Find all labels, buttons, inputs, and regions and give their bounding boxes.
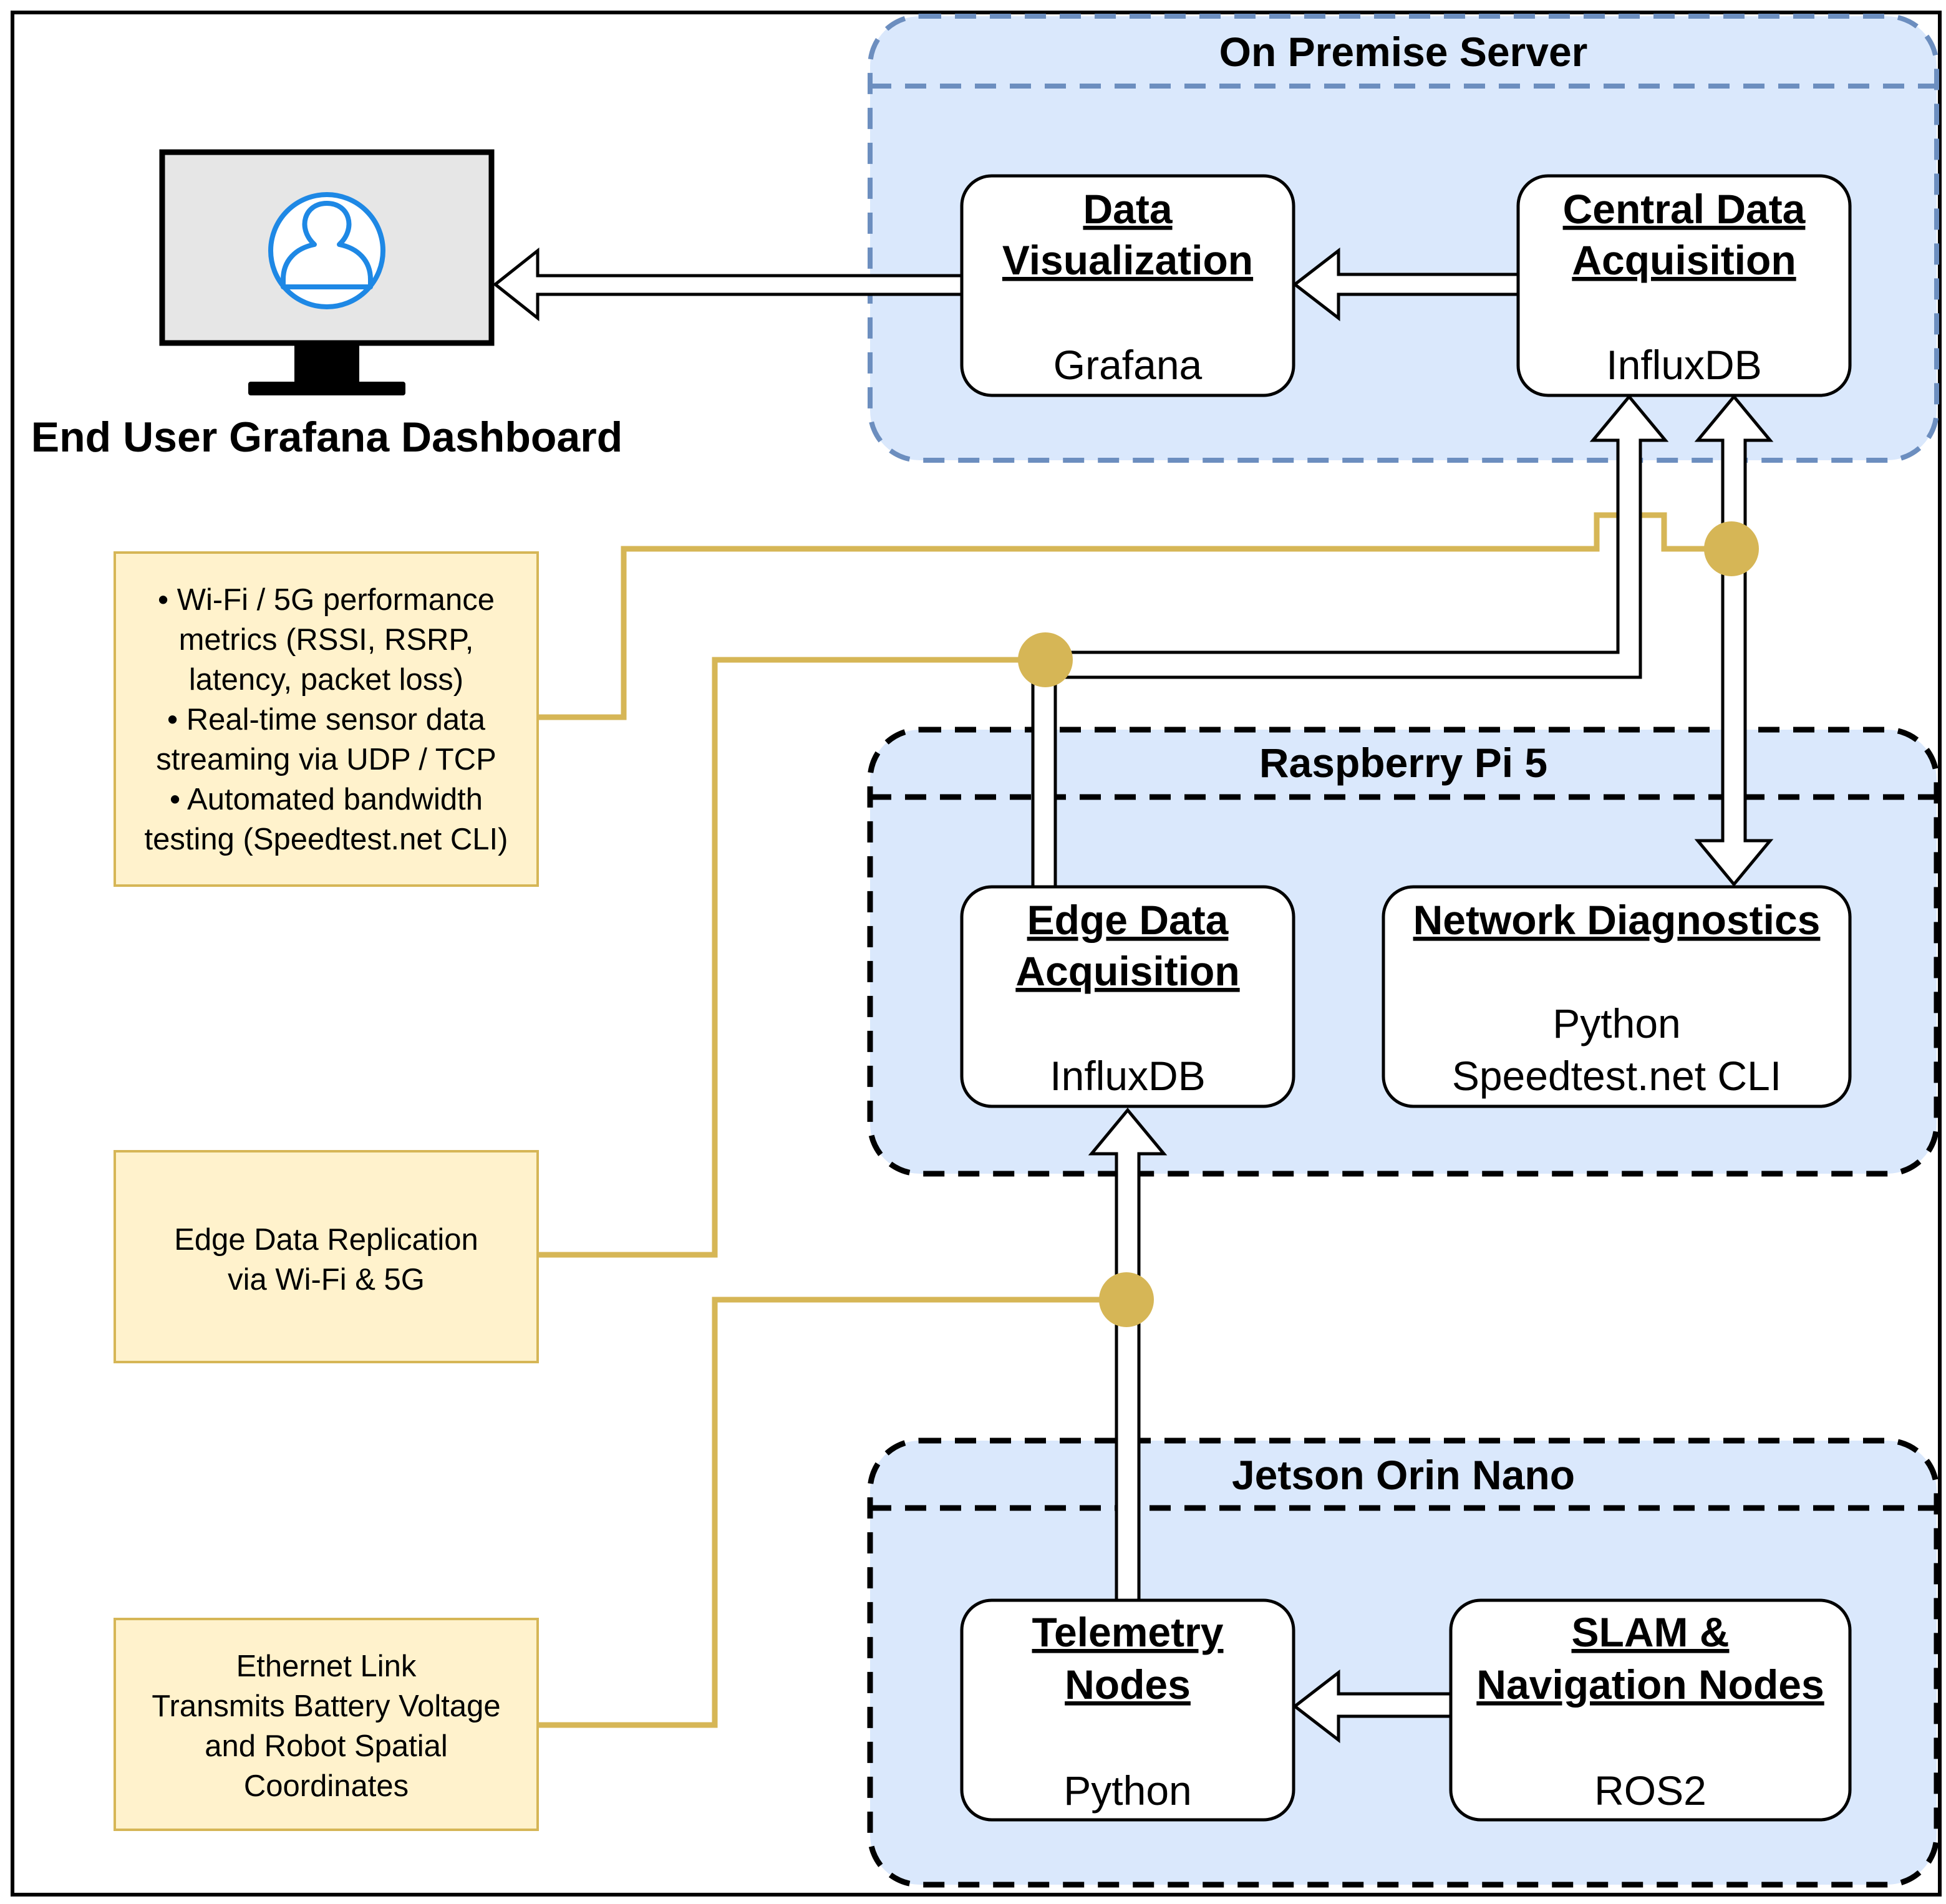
arrow-slam-to-telemetry xyxy=(1292,1669,1453,1744)
node-title-line-1: SLAM & xyxy=(1572,1609,1730,1655)
note-line: testing (Speedtest.net CLI) xyxy=(145,823,508,856)
monitor-label: End User Grafana Dashboard xyxy=(31,413,622,461)
node-title-line-1: Edge Data xyxy=(1027,897,1229,943)
node-subtitle-line-1: Python xyxy=(1552,1000,1680,1046)
note-box xyxy=(114,1150,539,1363)
note-line: metrics (RSSI, RSRP, xyxy=(179,623,474,657)
annotation-connectors xyxy=(538,512,1731,1728)
junction-dot-edge xyxy=(1018,632,1073,687)
note-line: Transmits Battery Voltage xyxy=(152,1689,500,1723)
monitor-icon xyxy=(159,149,495,395)
arrow-edge-to-central xyxy=(1031,394,1669,889)
node-title-line-2: Navigation Nodes xyxy=(1476,1661,1824,1708)
note-line: via Wi-Fi & 5G xyxy=(228,1263,425,1297)
arrow-visualization-to-dashboard xyxy=(492,247,964,322)
group-raspberry-title: Raspberry Pi 5 xyxy=(1259,740,1547,786)
note-line: • Automated bandwidth xyxy=(170,783,483,816)
node-subtitle: Grafana xyxy=(1053,342,1203,388)
note-box xyxy=(114,1618,539,1831)
node-edge-data-acquisition: Edge Data Acquisition InfluxDB xyxy=(960,885,1295,1108)
arrow-central-to-visualization xyxy=(1292,247,1520,322)
node-box xyxy=(1382,885,1852,1108)
arrow-central-network-bidirectional xyxy=(1694,394,1774,887)
node-title-line-2: Nodes xyxy=(1065,1661,1191,1708)
note-line: latency, packet loss) xyxy=(189,663,463,697)
connector-wifi-5g xyxy=(538,512,1731,720)
note-ethernet-link: Ethernet Link Transmits Battery Voltage … xyxy=(114,1618,539,1831)
node-title-line-1: Data xyxy=(1083,186,1173,232)
note-wifi-5g-metrics: • Wi-Fi / 5G performance metrics (RSSI, … xyxy=(114,551,539,887)
node-title-line-2: Acquisition xyxy=(1015,948,1239,994)
group-jetson-title: Jetson Orin Nano xyxy=(1232,1452,1575,1498)
node-slam-navigation: SLAM & Navigation Nodes ROS2 xyxy=(1449,1598,1852,1822)
node-data-visualization: Data Visualization Grafana xyxy=(960,174,1295,397)
node-title-line-1: Network Diagnostics xyxy=(1413,897,1821,943)
node-box xyxy=(960,885,1295,1108)
node-box xyxy=(1449,1598,1852,1822)
note-line: and Robot Spatial xyxy=(205,1729,448,1763)
note-line: • Real-time sensor data xyxy=(167,703,486,737)
note-line: streaming via UDP / TCP xyxy=(156,743,496,776)
group-on-premise-title: On Premise Server xyxy=(1219,29,1588,75)
node-central-data-acquisition: Central Data Acquisition InfluxDB xyxy=(1516,174,1852,397)
node-telemetry-nodes: Telemetry Nodes Python xyxy=(960,1598,1295,1822)
note-line: Coordinates xyxy=(244,1769,409,1803)
note-line: Ethernet Link xyxy=(236,1650,417,1683)
junction-dot-wifi xyxy=(1704,521,1759,576)
node-title-line-2: Acquisition xyxy=(1572,237,1796,283)
note-line: • Wi-Fi / 5G performance xyxy=(158,583,495,617)
node-box xyxy=(960,1598,1295,1822)
node-subtitle: InfluxDB xyxy=(1606,342,1761,388)
monitor-base xyxy=(248,382,405,395)
note-line: Edge Data Replication xyxy=(174,1223,478,1257)
monitor-neck xyxy=(294,343,359,383)
junction-dot-ethernet xyxy=(1099,1272,1154,1327)
connector-ethernet xyxy=(538,1297,1126,1728)
node-box xyxy=(1516,174,1852,397)
flow-arrows xyxy=(492,247,1774,1744)
node-title-line-1: Telemetry xyxy=(1032,1609,1224,1655)
node-network-diagnostics: Network Diagnostics Python Speedtest.net… xyxy=(1382,885,1852,1108)
node-subtitle: Python xyxy=(1063,1767,1191,1814)
node-title-line-2: Visualization xyxy=(1002,237,1253,283)
user-avatar-icon xyxy=(268,192,385,309)
node-box xyxy=(960,174,1295,397)
node-subtitle: ROS2 xyxy=(1594,1767,1706,1814)
node-subtitle-line-2: Speedtest.net CLI xyxy=(1452,1053,1781,1099)
node-title-line-1: Central Data xyxy=(1563,186,1806,232)
arrow-telemetry-to-edge xyxy=(1088,1108,1168,1602)
note-box xyxy=(114,551,539,887)
node-subtitle: InfluxDB xyxy=(1050,1053,1205,1099)
connector-edge-replication xyxy=(538,657,1045,1258)
connector-junctions xyxy=(1018,521,1759,1327)
note-edge-data-replication: Edge Data Replication via Wi-Fi & 5G xyxy=(114,1150,539,1363)
